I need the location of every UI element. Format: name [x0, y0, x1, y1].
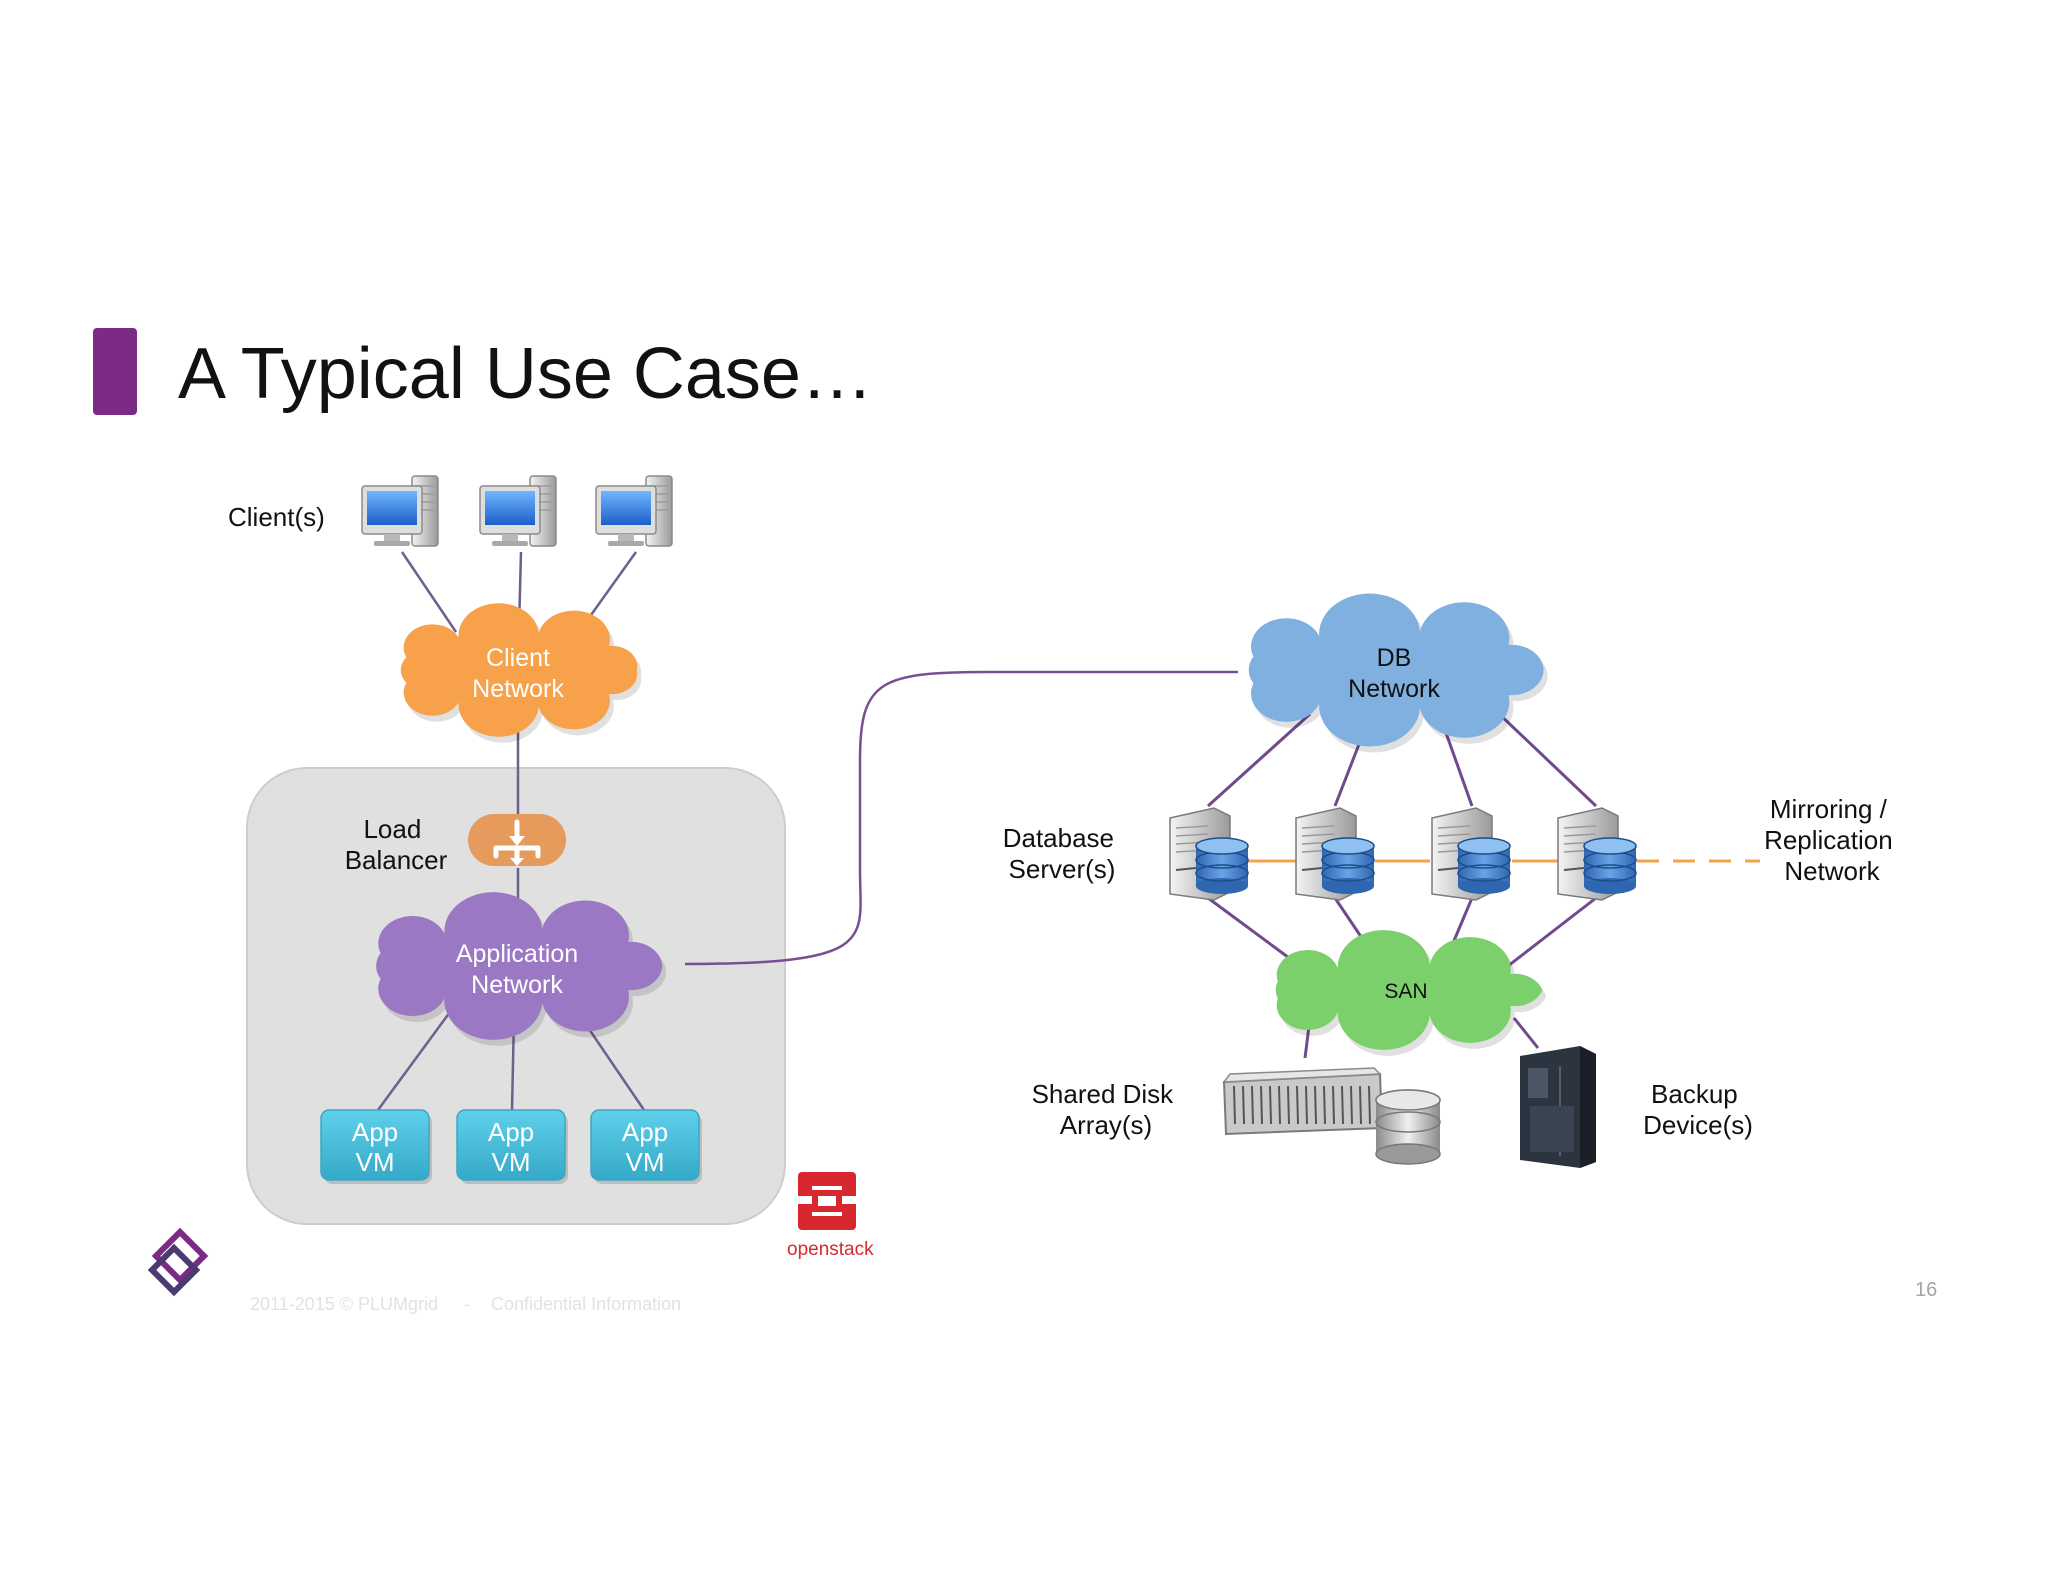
backup-device-icon — [1520, 1046, 1596, 1168]
footer-confidential: Confidential Information — [491, 1294, 681, 1314]
app-to-db-link — [684, 670, 1238, 966]
footer-copyright: 2011-2015 © PLUMgrid — [250, 1294, 438, 1314]
openstack-wordmark: openstack — [787, 1239, 874, 1260]
database-server-icon — [1169, 807, 1249, 901]
page-title: A Typical Use Case… — [178, 334, 873, 414]
database-servers-label: Database Server(s) — [1003, 823, 1122, 884]
openstack-logo: openstack — [787, 1172, 874, 1260]
client-computer-icon — [479, 475, 557, 547]
database-server-icon — [1295, 807, 1375, 901]
plumgrid-logo — [147, 1227, 209, 1297]
database-server-icon — [1431, 807, 1511, 901]
client-computer-icon — [361, 475, 439, 547]
san-cloud-label: SAN — [1384, 980, 1427, 1003]
database-server-icon — [1557, 807, 1637, 901]
san-cloud: SAN — [1275, 930, 1547, 1056]
client-computer-icon — [595, 475, 673, 547]
footer-separator: - — [464, 1294, 470, 1314]
mirroring-label: Mirroring / Replication Network — [1764, 794, 1900, 886]
shared-disk-label: Shared Disk Array(s) — [1032, 1079, 1181, 1140]
backup-label: Backup Device(s) — [1643, 1079, 1753, 1140]
client-computers — [361, 475, 673, 547]
load-balancer-label: Load Balancer — [345, 814, 448, 875]
page-number: 16 — [1915, 1279, 1937, 1301]
load-balancer-icon — [468, 814, 566, 866]
clients-label: Client(s) — [228, 502, 325, 532]
shared-disk-array-icon — [1222, 1067, 1441, 1165]
title-accent-bar — [93, 328, 137, 415]
